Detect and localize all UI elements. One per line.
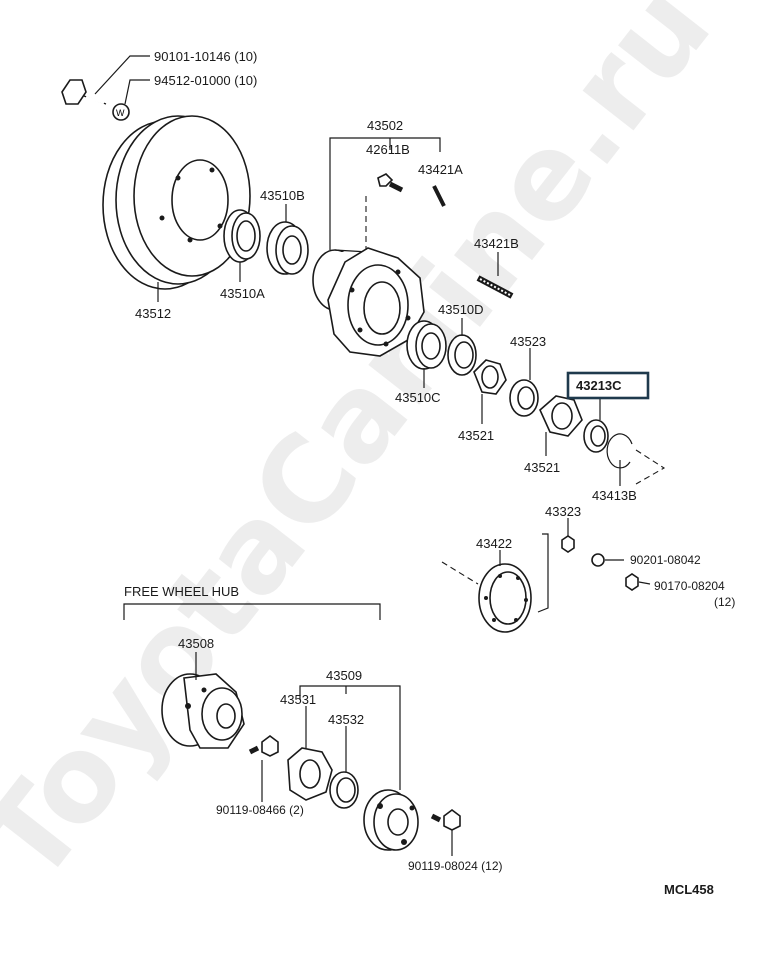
lock-nut-43521-outer: [539, 395, 583, 437]
cover-43509: [363, 789, 419, 851]
label-43510d: 43510D: [438, 302, 484, 317]
bearing-43510c: [406, 320, 447, 370]
label-90170-qty: (12): [714, 595, 735, 609]
stud-43421a: [432, 185, 446, 207]
washer-94512: W: [112, 103, 130, 121]
claw-washer-43523: [509, 379, 539, 417]
bolt-90119-08466: [248, 735, 279, 757]
leader-43323-group: [537, 533, 549, 613]
leader-90170: [638, 581, 651, 585]
label-43521-inner: 43521: [458, 428, 494, 443]
label-43521-outer: 43521: [524, 460, 560, 475]
label-43510b: 43510B: [260, 188, 305, 203]
guide-43413b: [635, 449, 666, 485]
label-43510c: 43510C: [395, 390, 441, 405]
label-43508: 43508: [178, 636, 214, 651]
ring-43532: [329, 771, 359, 809]
svg-text:W: W: [116, 108, 125, 118]
bolt-90119-08024: [430, 809, 461, 831]
label-90170: 90170-08204: [654, 579, 725, 593]
washer-90201: [591, 553, 605, 567]
bolt-90101: [61, 79, 107, 105]
free-wheel-body-43508: [161, 673, 245, 749]
label-90119-08466: 90119-08466 (2): [216, 803, 304, 817]
label-43531: 43531: [280, 692, 316, 707]
leader-43509: [299, 685, 401, 790]
leader-94512: [124, 79, 150, 105]
label-90119-08024: 90119-08024 (12): [408, 859, 503, 873]
stud-bolt-42611b: [377, 173, 404, 193]
label-43510a: 43510A: [220, 286, 265, 301]
watermark-text: ToyotaCarline.ru: [0, 0, 737, 907]
label-43213c: 43213C: [576, 378, 622, 393]
highlight-box-43213c: [566, 371, 650, 400]
axle-hub-43502: [312, 247, 425, 357]
bearing-43510b: [266, 221, 309, 275]
label-42611b: 42611B: [366, 142, 410, 157]
gasket-43422: [478, 563, 532, 633]
stud-43421b: [476, 275, 514, 299]
seal-43213c: [583, 419, 609, 453]
label-94512: 94512-01000 (10): [154, 73, 257, 88]
nut-90170: [625, 573, 639, 591]
free-wheel-hub-title: FREE WHEEL HUB: [124, 584, 239, 599]
label-43323: 43323: [545, 504, 581, 519]
nut-43323: [561, 535, 575, 553]
snap-ring-43413b: [606, 433, 633, 469]
seal-43510d: [447, 334, 477, 376]
label-43532: 43532: [328, 712, 364, 727]
label-43422: 43422: [476, 536, 512, 551]
label-90101: 90101-10146 (10): [154, 49, 257, 64]
guide-43422-left: [441, 561, 479, 585]
clutch-plate-43531: [287, 747, 333, 801]
lock-nut-43521-inner: [473, 359, 507, 395]
label-43509: 43509: [326, 668, 362, 683]
bearing-cup-43510a: [223, 209, 261, 263]
leader-90101: [94, 55, 150, 95]
label-43523: 43523: [510, 334, 546, 349]
label-43421b: 43421B: [474, 236, 519, 251]
label-43413b: 43413B: [592, 488, 637, 503]
label-43502: 43502: [367, 118, 403, 133]
leader-43502: [329, 137, 441, 250]
free-wheel-hub-bracket: [123, 603, 381, 620]
label-90201: 90201-08042: [630, 553, 701, 567]
label-43421a: 43421A: [418, 162, 463, 177]
diagram-code: MCL458: [664, 882, 714, 897]
label-43512: 43512: [135, 306, 171, 321]
brake-disc-43512: [102, 115, 251, 290]
